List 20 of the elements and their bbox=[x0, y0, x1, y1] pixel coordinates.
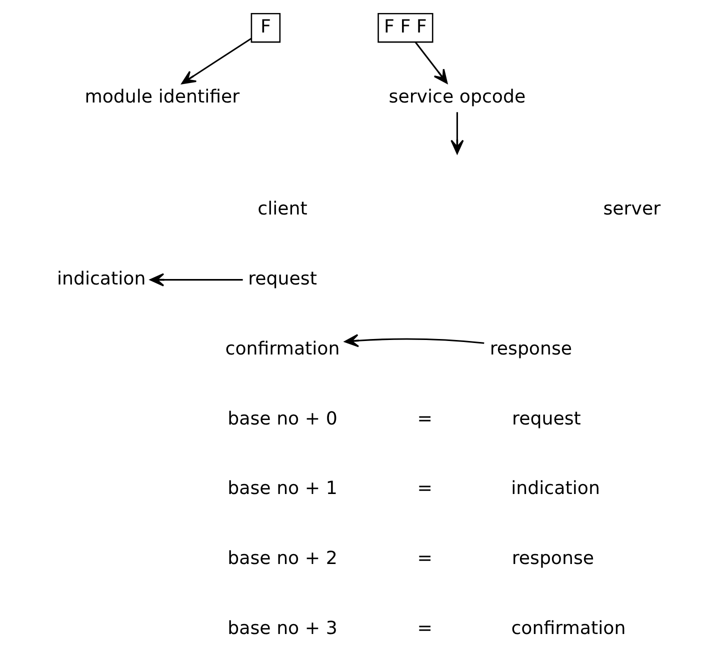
label: = bbox=[417, 408, 432, 430]
label: = bbox=[417, 478, 432, 500]
node-text: confirmation bbox=[225, 338, 340, 360]
label: request bbox=[512, 408, 581, 430]
label: response bbox=[512, 548, 594, 570]
node-text: service opcode bbox=[388, 86, 526, 108]
node-text: response bbox=[490, 338, 572, 360]
label: server bbox=[603, 198, 661, 220]
label: base no + 1 bbox=[228, 478, 338, 500]
label: = bbox=[417, 618, 432, 639]
node-text: request bbox=[248, 268, 317, 290]
label: base no + 0 bbox=[228, 408, 338, 430]
label: client bbox=[258, 198, 308, 220]
label: = bbox=[417, 548, 432, 570]
label: base no + 3 bbox=[228, 618, 338, 639]
label: base no + 2 bbox=[228, 548, 338, 570]
label: confirmation bbox=[511, 618, 626, 639]
label: indication bbox=[511, 478, 600, 500]
node-text: module identifier bbox=[84, 86, 240, 108]
node-text: indication bbox=[56, 268, 146, 290]
